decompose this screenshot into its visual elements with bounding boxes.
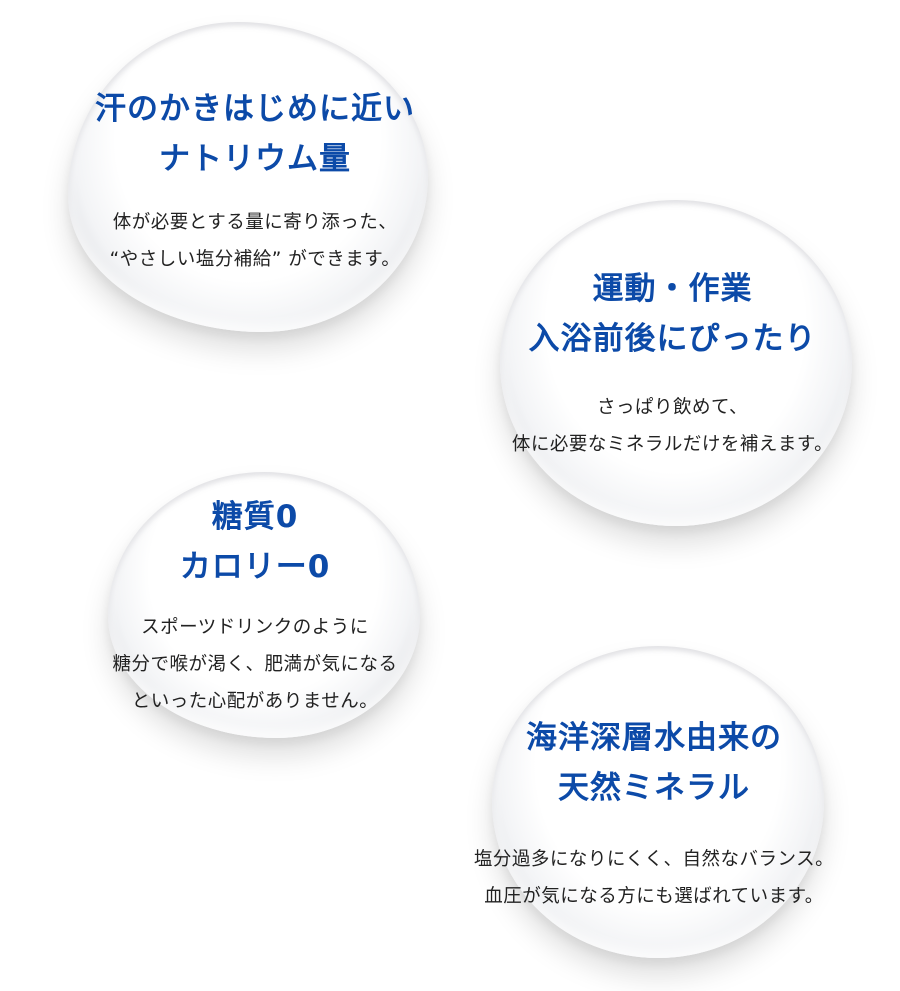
feature-description-line: といった心配がありません。 (131, 691, 379, 712)
feature-description-line: 糖分で喉が渇く、肥満が気になる (112, 654, 398, 675)
water-drop-3 (108, 472, 420, 738)
feature-title-line: 運動・作業 (592, 271, 753, 307)
feature-title-line: ナトリウム量 (159, 141, 351, 177)
feature-description: さっぱり飲めて、 体に必要なミネラルだけを補えます。 (455, 389, 890, 463)
feature-sodium: 汗のかきはじめに近い ナトリウム量 体が必要とする量に寄り添った、 “やさしい塩… (40, 84, 470, 278)
water-drop-2 (500, 200, 852, 526)
feature-exercise: 運動・作業 入浴前後にぴったり さっぱり飲めて、 体に必要なミネラルだけを補えま… (455, 264, 890, 463)
feature-title-line: 海洋深層水由来の (526, 720, 782, 756)
feature-title-line: 糖質0 (211, 499, 299, 535)
feature-title-line: カロリー0 (179, 549, 331, 585)
feature-zero-sugar: 糖質0 カロリー0 スポーツドリンクのように 糖分で喉が渇く、肥満が気になる と… (60, 492, 450, 720)
feature-deep-sea-minerals: 海洋深層水由来の 天然ミネラル 塩分過多になりにくく、自然なバランス。 血圧が気… (418, 713, 890, 915)
feature-description-line: 体に必要なミネラルだけを補えます。 (511, 434, 834, 455)
feature-title: 運動・作業 入浴前後にぴったり (455, 264, 890, 364)
feature-description: 塩分過多になりにくく、自然なバランス。 血圧が気になる方にも選ばれています。 (418, 841, 890, 915)
water-drop-4 (492, 646, 824, 958)
feature-title-line: 汗のかきはじめに近い (95, 91, 415, 127)
feature-description-line: “やさしい塩分補給” ができます。 (109, 249, 401, 270)
water-drop-1 (68, 22, 428, 332)
feature-description-line: 体が必要とする量に寄り添った、 (112, 212, 398, 233)
feature-title-line: 入浴前後にぴったり (528, 321, 817, 357)
feature-title-line: 天然ミネラル (558, 770, 750, 806)
feature-title: 海洋深層水由来の 天然ミネラル (418, 713, 890, 813)
feature-title: 糖質0 カロリー0 (60, 492, 450, 592)
feature-description-line: さっぱり飲めて、 (596, 397, 749, 418)
feature-description-line: スポーツドリンクのように (141, 617, 369, 638)
feature-description-line: 塩分過多になりにくく、自然なバランス。 (473, 849, 835, 870)
feature-description: スポーツドリンクのように 糖分で喉が渇く、肥満が気になる といった心配がありませ… (60, 609, 450, 720)
feature-description: 体が必要とする量に寄り添った、 “やさしい塩分補給” ができます。 (40, 204, 470, 278)
feature-description-line: 血圧が気になる方にも選ばれています。 (484, 886, 824, 907)
feature-title: 汗のかきはじめに近い ナトリウム量 (40, 84, 470, 184)
